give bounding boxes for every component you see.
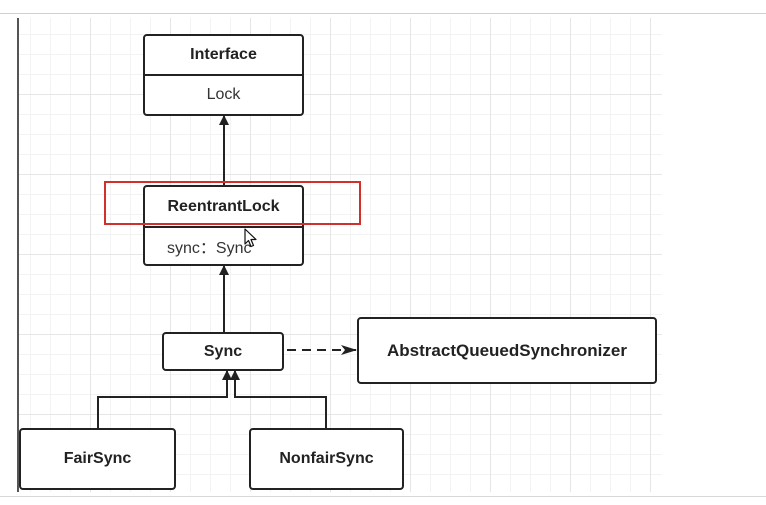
fairsync-class-box[interactable]: FairSync <box>19 428 176 490</box>
canvas-left-border <box>17 18 19 492</box>
sync-class-box[interactable]: Sync <box>162 332 284 371</box>
interface-lock-box[interactable]: Interface Lock <box>143 34 304 116</box>
mouse-pointer-icon <box>244 228 257 248</box>
aqs-name-label: AbstractQueuedSynchronizer <box>387 340 627 360</box>
sync-name-label: Sync <box>203 342 243 360</box>
diagram-canvas[interactable] <box>17 18 662 492</box>
nonfairsync-name-label: NonfairSync <box>279 450 374 467</box>
aqs-class-box[interactable]: AbstractQueuedSynchronizer <box>357 317 657 384</box>
nonfairsync-class-box[interactable]: NonfairSync <box>249 428 404 490</box>
nonfairsync-extends-sync-line <box>230 370 327 428</box>
reentrantlock-field-label: sync：Sync <box>145 226 302 264</box>
fairsync-name-label: FairSync <box>63 450 132 467</box>
reentrantlock-class-box[interactable]: ReentrantLock sync：Sync <box>143 185 304 266</box>
top-divider <box>0 13 766 14</box>
bottom-divider <box>0 496 766 497</box>
interface-stereotype-label: Interface <box>190 46 257 63</box>
reentrantlock-name-label: ReentrantLock <box>167 197 280 215</box>
fairsync-extends-sync-line <box>97 370 232 428</box>
interface-name-label: Lock <box>145 74 302 114</box>
reentrantlock-highlight-rect <box>104 181 361 225</box>
